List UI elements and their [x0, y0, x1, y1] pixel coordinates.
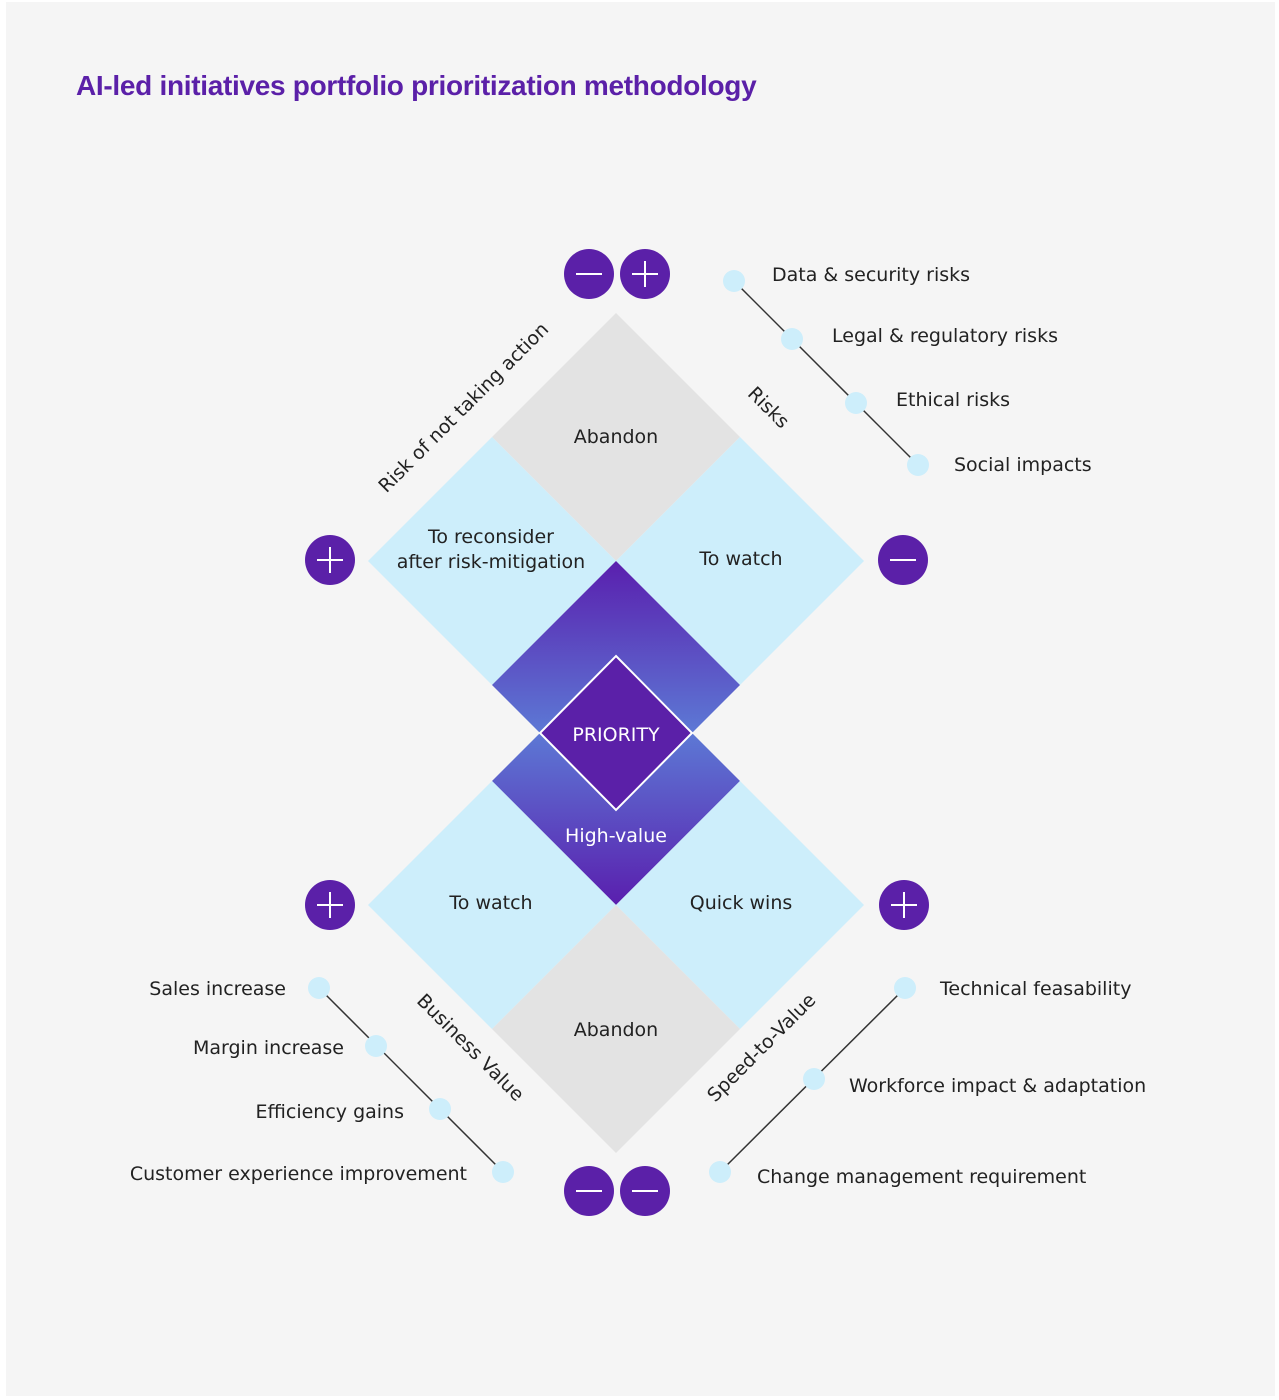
axis-risks: Risks: [743, 383, 793, 433]
speed-dot: [803, 1068, 825, 1090]
speed-factor-item: Technical feasability: [939, 978, 1131, 1000]
value-dot: [308, 977, 330, 999]
label-reconsider-line2: after risk-mitigation: [397, 551, 585, 573]
value-factor-item: Margin increase: [193, 1037, 344, 1059]
risk-dot: [723, 270, 745, 292]
value-dot: [492, 1161, 514, 1183]
value-connector: [318, 987, 504, 1173]
speed-factors-list: Technical feasability Workforce impact &…: [709, 977, 1146, 1188]
label-watch-bottom: To watch: [448, 892, 532, 914]
label-high-value: High-value: [565, 825, 667, 847]
sign-right-upper-minus-icon: [878, 535, 928, 585]
speed-factor-item: Workforce impact & adaptation: [849, 1075, 1146, 1097]
risk-factors-list: Data & security risks Legal & regulatory…: [723, 264, 1092, 476]
risk-factor-item: Social impacts: [954, 454, 1092, 476]
risk-factor-item: Legal & regulatory risks: [832, 325, 1058, 347]
page-title: AI-led initiatives portfolio prioritizat…: [76, 70, 757, 101]
risk-factor-item: Data & security risks: [772, 264, 970, 286]
label-reconsider-line1: To reconsider: [427, 526, 554, 548]
sign-left-lower-plus-icon: [305, 880, 355, 930]
value-factors-list: Sales increase Margin increase Efficienc…: [130, 977, 514, 1185]
label-abandon-top: Abandon: [574, 426, 658, 448]
sign-bottom-left-minus-icon: [564, 1166, 614, 1216]
value-dot: [429, 1098, 451, 1120]
value-factor-item: Sales increase: [149, 978, 286, 1000]
value-factor-item: Efficiency gains: [256, 1101, 404, 1123]
label-abandon-bottom: Abandon: [574, 1019, 658, 1041]
sign-right-lower-plus-icon: [879, 880, 929, 930]
quadrant-abandon-bottom: [492, 905, 740, 1153]
label-quick-wins: Quick wins: [690, 892, 793, 914]
risk-dot: [907, 454, 929, 476]
sign-left-upper-plus-icon: [305, 535, 355, 585]
sign-top-left-minus-icon: [564, 249, 614, 299]
speed-factor-item: Change management requirement: [757, 1166, 1086, 1188]
speed-dot: [709, 1161, 731, 1183]
sign-top-right-plus-icon: [620, 249, 670, 299]
risk-factor-item: Ethical risks: [896, 389, 1010, 411]
sign-bottom-right-minus-icon: [620, 1166, 670, 1216]
speed-dot: [894, 977, 916, 999]
risk-dot: [845, 392, 867, 414]
label-priority: PRIORITY: [572, 724, 660, 746]
label-watch-top: To watch: [698, 548, 782, 570]
value-dot: [365, 1035, 387, 1057]
risk-dot: [781, 328, 803, 350]
value-factor-item: Customer experience improvement: [130, 1163, 467, 1185]
risk-connector: [733, 280, 919, 466]
priority-diamond: [538, 654, 694, 812]
